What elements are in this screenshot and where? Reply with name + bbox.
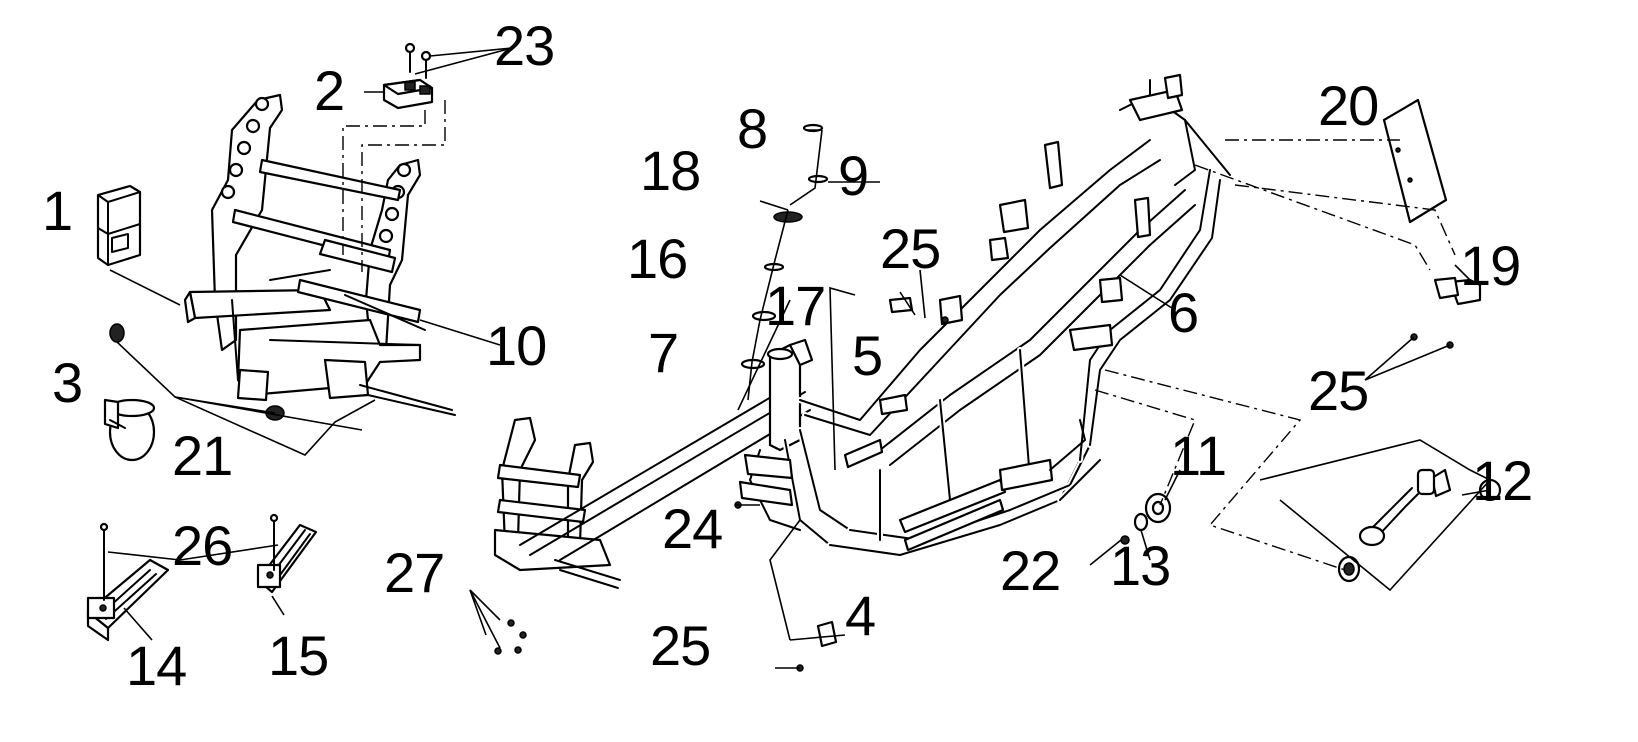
callout-18: 18 [640, 139, 700, 202]
bracket-part-19 [1433, 276, 1482, 306]
callout-14: 14 [126, 634, 186, 697]
callout-15: 15 [268, 624, 328, 687]
callout-23: 23 [494, 14, 554, 77]
module-part-1 [96, 184, 142, 267]
callout-27: 27 [384, 541, 444, 604]
callout-25-bottom: 25 [650, 614, 710, 677]
callout-25-top: 25 [880, 217, 940, 280]
callout-4: 4 [845, 584, 875, 647]
main-frame [519, 73, 1231, 561]
callout-17: 17 [765, 274, 825, 337]
lower-front-bracket [493, 416, 621, 589]
callout-6: 6 [1168, 281, 1198, 344]
grommet-part-21-a [109, 323, 125, 343]
relay-part-2 [382, 78, 434, 110]
callout-24: 24 [662, 497, 722, 560]
callout-8: 8 [737, 97, 767, 160]
callout-26: 26 [172, 514, 232, 577]
washer-part-13 [1133, 512, 1149, 532]
screws-part-23 [404, 42, 432, 79]
bush-part-11 [1144, 492, 1361, 583]
callout-2: 2 [314, 59, 344, 122]
plate-hole-a [1395, 147, 1401, 153]
callout-1: 1 [42, 179, 72, 242]
callout-12: 12 [1472, 449, 1532, 512]
callout-9: 9 [838, 144, 868, 207]
leader-lines [107, 47, 1492, 669]
plate-part-20 [1382, 98, 1448, 224]
callout-13: 13 [1110, 534, 1170, 597]
callout-20: 20 [1318, 74, 1378, 137]
callout-22: 22 [1000, 539, 1060, 602]
callout-21: 21 [172, 424, 232, 487]
callout-11: 11 [1170, 424, 1226, 487]
front-bracket-frame [183, 93, 456, 416]
callout-numbers: 1 2 3 4 5 6 7 8 9 10 11 12 13 14 15 16 1… [42, 14, 1533, 697]
callout-7: 7 [648, 321, 678, 384]
callout-16: 16 [627, 227, 687, 290]
callout-5: 5 [852, 324, 882, 387]
callout-19: 19 [1460, 234, 1520, 297]
callout-10: 10 [486, 314, 546, 377]
plate-hole-b [1407, 177, 1413, 183]
callout-25-right: 25 [1308, 359, 1368, 422]
footrest-part-15 [256, 523, 318, 594]
callout-3: 3 [52, 351, 82, 414]
footrest-part-14 [86, 558, 170, 642]
horn-part-3 [103, 398, 156, 462]
